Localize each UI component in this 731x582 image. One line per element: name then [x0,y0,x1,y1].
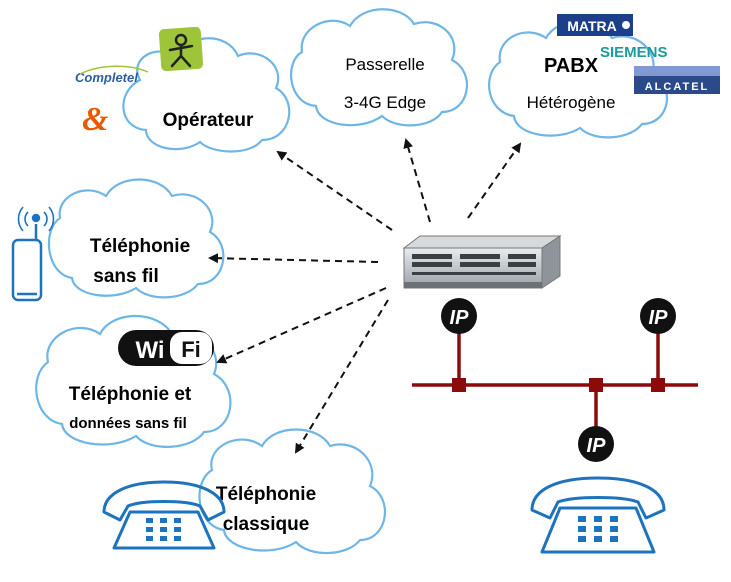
completel-logo: Completel [75,70,138,85]
label-operateur: Opérateur [163,110,254,131]
arrow-to-passerelle [403,138,431,223]
label-wifi-line1: Téléphonie et [69,384,192,405]
siemens-logo: SIEMENS [600,44,668,61]
cloud-classique [198,428,387,555]
svg-text:Wi: Wi [135,337,164,364]
arrow-to-classique [294,299,389,454]
label-passerelle-line1: Passerelle [345,55,424,74]
bus-node-1 [452,378,466,392]
orange-ampersand-logo: & [82,101,109,138]
svg-text:MATRA: MATRA [567,18,617,34]
desk-phone-classic-icon [102,480,226,550]
wifi-logo: Wi Fi [118,330,214,366]
ip-badge-1: IP [441,298,477,334]
label-sans-fil-line1: Téléphonie [90,236,190,257]
svg-text:IP: IP [649,307,669,329]
ip-badge-2: IP [640,298,676,334]
label-classique-line2: classique [223,514,310,535]
cloud-pabx [487,20,669,139]
alcatel-logo: ALCATEL [634,66,720,94]
mobile-phone-icon [11,206,55,302]
arrow-to-sans-fil [208,253,379,264]
completel-swoosh [79,65,149,75]
green-person-logo [158,26,204,72]
cloud-operateur [122,37,291,153]
cloud-passerelle [289,8,469,127]
svg-text:Fi: Fi [181,337,201,362]
label-passerelle-line2: 3-4G Edge [344,93,426,112]
arrow-to-operateur [276,150,393,231]
arrow-to-pabx [467,142,522,219]
matra-logo: MATRA [557,14,633,36]
label-pabx-line2: Hétérogène [527,93,616,112]
pbx-server-device [402,235,562,289]
label-classique-line1: Téléphonie [216,484,316,505]
label-pabx-line1: PABX [544,55,599,77]
ip-badge-3: IP [578,426,614,462]
svg-text:IP: IP [587,435,607,457]
label-sans-fil-line2: sans fil [93,266,158,287]
cloud-sans-fil [47,178,225,299]
svg-text:ALCATEL: ALCATEL [645,81,710,93]
label-wifi-line2: données sans fil [69,415,187,432]
desk-phone-ip-icon [530,476,666,554]
bus-node-2 [589,378,603,392]
svg-text:IP: IP [450,307,470,329]
arrow-to-wifi [216,287,387,364]
bus-node-3 [651,378,665,392]
